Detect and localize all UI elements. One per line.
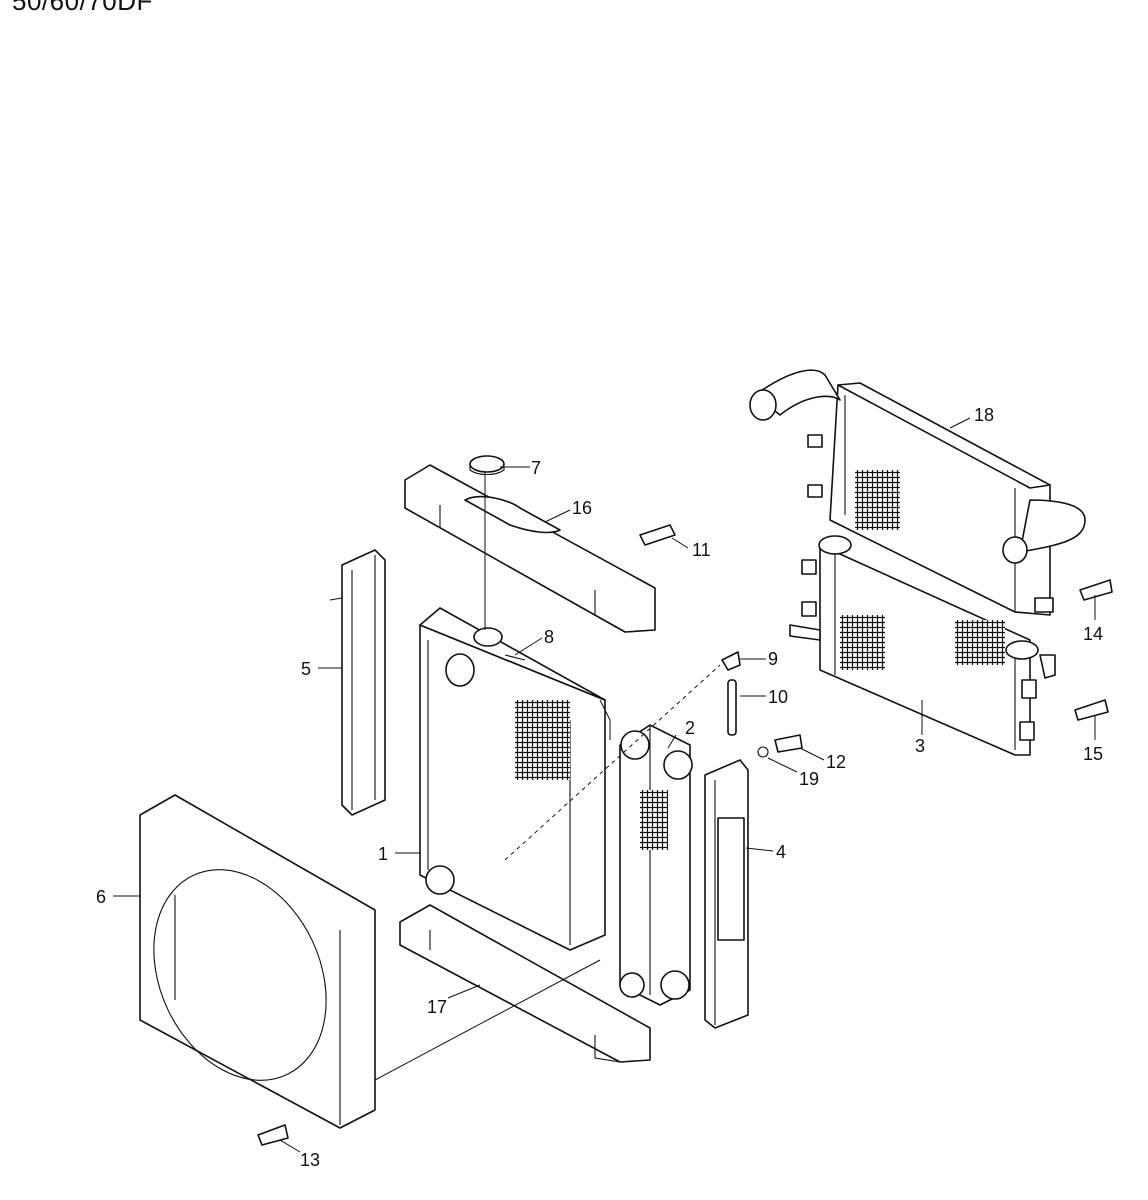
callout-17: 17	[427, 997, 447, 1017]
callout-10: 10	[768, 687, 788, 707]
callout-16: 16	[572, 498, 592, 518]
charge-cooler-core	[619, 724, 693, 1006]
fan-shroud	[139, 794, 376, 1129]
callout-11: 11	[692, 540, 711, 560]
callout-8: 8	[544, 627, 554, 647]
callout-5: 5	[301, 659, 311, 679]
diagram-title: 50/60/70DF	[12, 0, 153, 16]
side-bracket-left	[329, 549, 386, 816]
callout-9: 9	[768, 649, 778, 669]
callout-13: 13	[300, 1150, 320, 1170]
callout-14: 14	[1083, 624, 1103, 644]
oil-cooler	[789, 535, 1056, 756]
callout-6: 6	[96, 887, 106, 907]
radiator-cap	[469, 455, 505, 476]
lower-shroud	[399, 904, 651, 1063]
upper-shroud	[404, 464, 656, 633]
radiator-core	[419, 607, 606, 951]
callout-2: 2	[685, 718, 695, 738]
callout-4: 4	[776, 842, 786, 862]
callout-15: 15	[1083, 744, 1103, 764]
leader-lines	[113, 417, 1096, 1153]
fittings-and-fasteners	[257, 524, 1113, 1146]
callout-3: 3	[915, 736, 925, 756]
assembly-lines	[374, 472, 721, 1081]
callout-18: 18	[974, 405, 994, 425]
callout-labels: 1 2 3 4 5 6 7 8 9 10 11 12 13 14 15 16 1…	[96, 405, 1103, 1170]
callout-12: 12	[826, 752, 846, 772]
side-bracket-right	[704, 759, 749, 1029]
intercooler-upper	[749, 369, 1086, 616]
callout-7: 7	[531, 458, 541, 478]
callout-1: 1	[378, 844, 388, 864]
callout-19: 19	[799, 769, 819, 789]
